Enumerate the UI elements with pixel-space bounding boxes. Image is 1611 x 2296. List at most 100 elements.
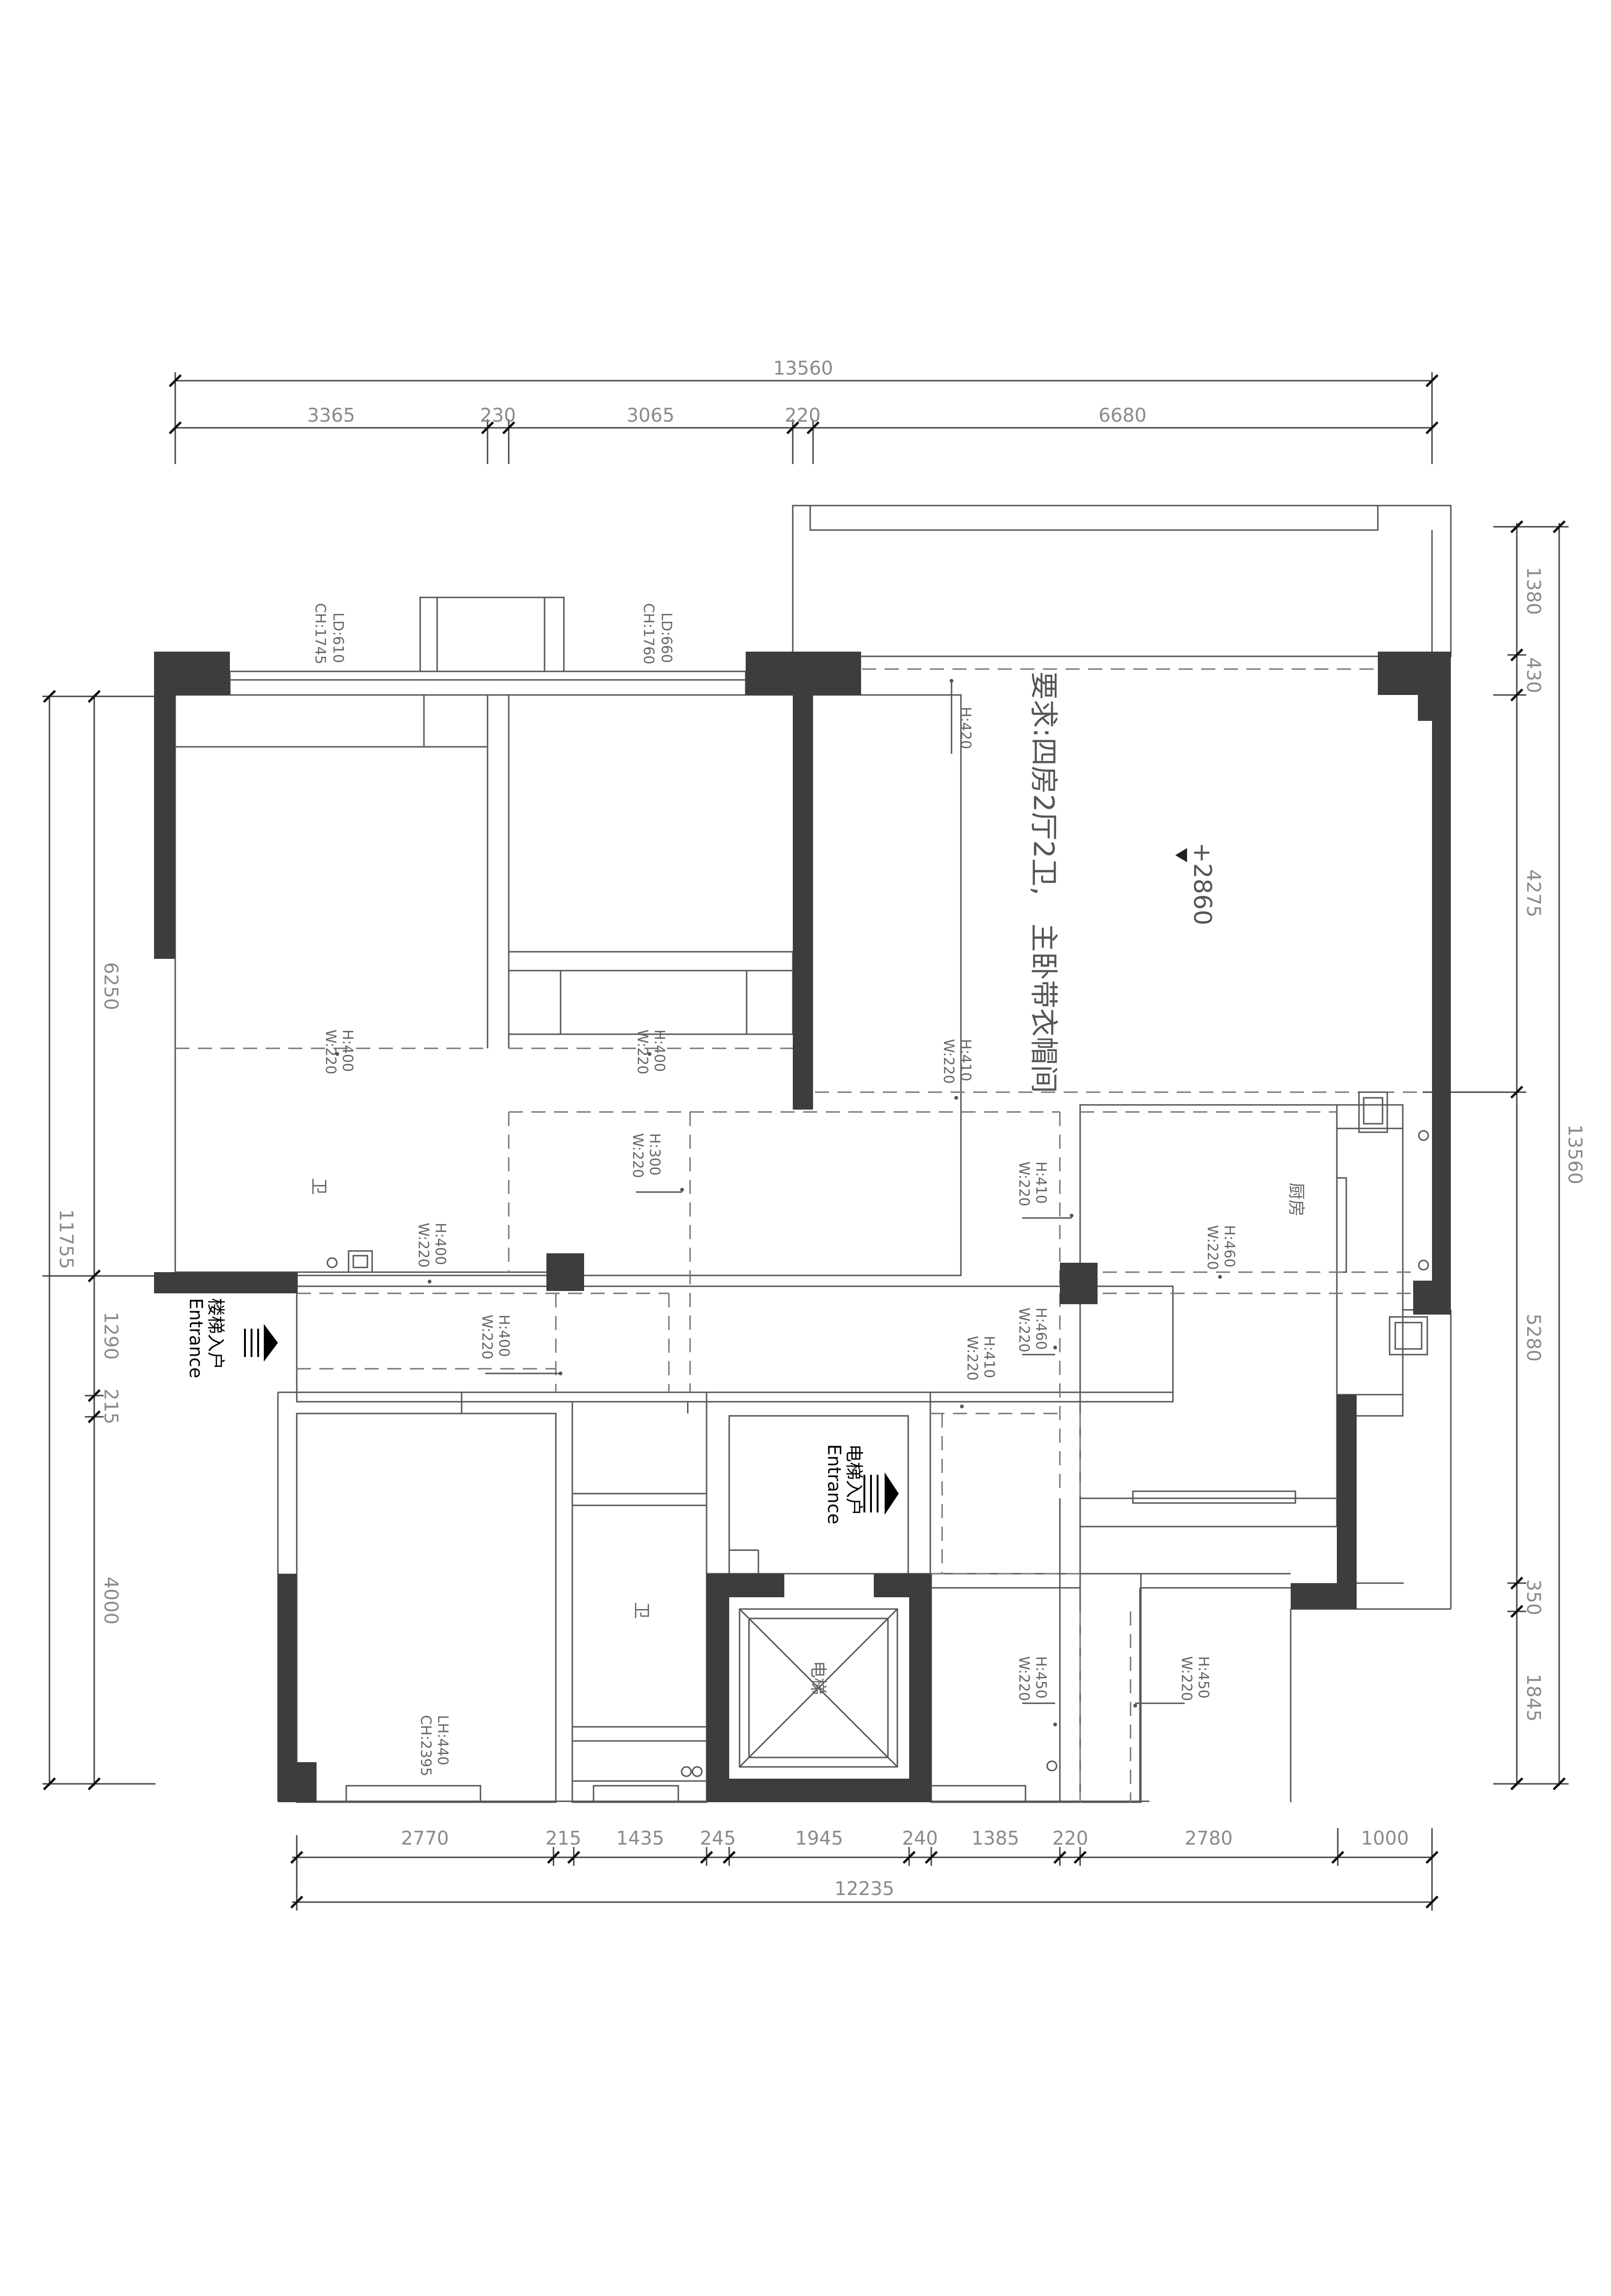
top-dimension-labels: 13560 3365 230 3065 220 6680: [307, 358, 1147, 426]
room-label-bath: 卫: [309, 1178, 328, 1195]
dimension-lines: [42, 372, 1569, 1911]
drain-icon: [1418, 1259, 1429, 1271]
marker-dot: [648, 1052, 651, 1056]
marker-dot: [335, 1052, 339, 1056]
beam-height: H:400: [496, 1315, 512, 1357]
beam-height: H:410: [981, 1336, 997, 1378]
requirement-line-1: 要求:四房2厅2卫,: [1027, 671, 1060, 896]
marker-dot: [960, 1405, 964, 1408]
marker-dot: [954, 1096, 958, 1100]
lintel-height: LH:440: [434, 1715, 451, 1765]
dim-left-seg: 6250: [100, 962, 122, 1010]
beam-note: H:410 W:220: [964, 1336, 997, 1381]
dim-left-total: 11755: [55, 1209, 77, 1269]
room-label-bath: 卫: [632, 1602, 651, 1619]
dim-bottom-seg: 1000: [1361, 1828, 1409, 1849]
beam-note: H:450 W:220: [1135, 1656, 1212, 1704]
marker-dot: [680, 1188, 684, 1192]
water-heater-icon: [1389, 1316, 1428, 1356]
dim-left-seg: 1290: [100, 1312, 122, 1360]
drain-icon: [1418, 1130, 1429, 1141]
room-label-kitchen: 厨房: [1286, 1183, 1306, 1217]
marker-dot: [1070, 1214, 1074, 1217]
beam-note: H:460 W:220: [1016, 1307, 1055, 1356]
window-note-ch: CH:1760: [640, 603, 657, 664]
beam-height: H:400: [651, 1030, 667, 1072]
dim-bottom-seg: 2770: [401, 1828, 449, 1849]
beam-height: H:450: [1033, 1656, 1049, 1699]
dim-right-seg: 1845: [1522, 1674, 1544, 1722]
beam-height: H:460: [1033, 1307, 1049, 1350]
stair-entrance: 楼梯入户 Entrance: [186, 1298, 278, 1378]
beam-width: W:220: [1016, 1656, 1032, 1701]
washbasin-icon: [348, 1250, 373, 1273]
beam-note: H:400 W:220: [322, 1030, 356, 1074]
dim-bottom-seg: 1385: [971, 1828, 1019, 1849]
elevation-triangle-icon: [1175, 848, 1187, 862]
dim-bottom-seg: 220: [1052, 1828, 1088, 1849]
dim-right-seg: 1380: [1522, 567, 1544, 615]
drain-icon: [326, 1257, 338, 1268]
window-note-ld: LD:660: [658, 613, 675, 663]
dim-right-seg: 350: [1522, 1579, 1544, 1615]
beam-height: H:300: [646, 1133, 663, 1176]
beam-notes: H:420 H:400 W:220 H:400 W:220 H:410 W:22…: [322, 681, 1237, 1776]
beam-width: W:220: [322, 1030, 339, 1074]
entrance-arrow-icon: [244, 1324, 278, 1362]
dim-bottom-seg: 1435: [616, 1828, 664, 1849]
beam-height: H:410: [957, 1039, 974, 1081]
ceiling-height: CH:2395: [417, 1715, 434, 1776]
beam-note: H:450 W:220: [1016, 1656, 1055, 1704]
window-note-ld: LD:610: [330, 613, 346, 663]
dim-right-total: 13560: [1564, 1124, 1586, 1184]
elevator-entrance-en: Entrance: [824, 1444, 845, 1524]
dimension-ticks: [43, 374, 1566, 1909]
dim-top-seg: 3365: [307, 405, 355, 426]
beam-height: H:400: [432, 1223, 448, 1265]
dim-bottom-seg: 240: [902, 1828, 938, 1849]
dim-top-seg: 3065: [626, 405, 675, 426]
elevation-value: +2860: [1188, 842, 1216, 925]
dim-top-seg: 230: [480, 405, 516, 426]
marker-dot: [1053, 1346, 1057, 1349]
beam-height: H:420: [957, 707, 974, 749]
beam-width: W:220: [1204, 1225, 1220, 1270]
right-dimension-labels: 13560 1380 430 4275 5280 350 1845: [1522, 567, 1586, 1722]
beam-width: W:220: [634, 1030, 651, 1074]
room-label-elevator: 电梯: [808, 1661, 828, 1695]
beam-note: H:420: [951, 681, 974, 754]
concrete-walls: [154, 652, 1451, 1802]
entrance-arrow-icon: [863, 1472, 899, 1515]
dim-left-seg: 215: [100, 1389, 122, 1424]
beam-width: W:220: [629, 1133, 646, 1178]
drain-icon: [692, 1766, 703, 1777]
elevator-entrance-cn: 电梯入户: [844, 1444, 864, 1516]
dim-left-seg: 4000: [100, 1577, 122, 1625]
dim-top-total: 13560: [773, 358, 833, 379]
beam-note: LH:440 CH:2395: [417, 1715, 451, 1776]
beam-height: H:400: [339, 1030, 356, 1072]
elevator-shaft: [739, 1608, 898, 1768]
beam-note: H:400 W:220: [634, 1030, 667, 1074]
beam-note: H:300 W:220: [629, 1133, 682, 1193]
dim-bottom-seg: 1945: [795, 1828, 843, 1849]
dim-top-seg: 220: [785, 405, 821, 426]
beam-height: H:460: [1221, 1225, 1237, 1267]
dim-bottom-seg: 2780: [1185, 1828, 1233, 1849]
dim-right-seg: 5280: [1522, 1314, 1544, 1362]
beam-width: W:220: [940, 1039, 957, 1084]
stair-entrance-en: Entrance: [186, 1298, 206, 1378]
beam-width: W:220: [479, 1315, 495, 1359]
dim-bottom-total: 12235: [834, 1878, 894, 1900]
beam-width: W:220: [1016, 1307, 1032, 1352]
dim-right-seg: 430: [1522, 657, 1544, 693]
marker-dot: [1218, 1275, 1222, 1279]
window-note-ch: CH:1745: [312, 603, 328, 664]
room-labels: 卫 卫 厨房 电梯: [309, 1178, 1306, 1695]
elevation-mark: +2860: [1175, 842, 1216, 925]
left-dimension-labels: 11755 6250 1290 215 4000: [55, 962, 122, 1625]
stair-entrance-cn: 楼梯入户: [205, 1298, 226, 1370]
beam-note: H:410 W:220: [940, 1039, 974, 1084]
marker-dot: [1053, 1723, 1057, 1726]
